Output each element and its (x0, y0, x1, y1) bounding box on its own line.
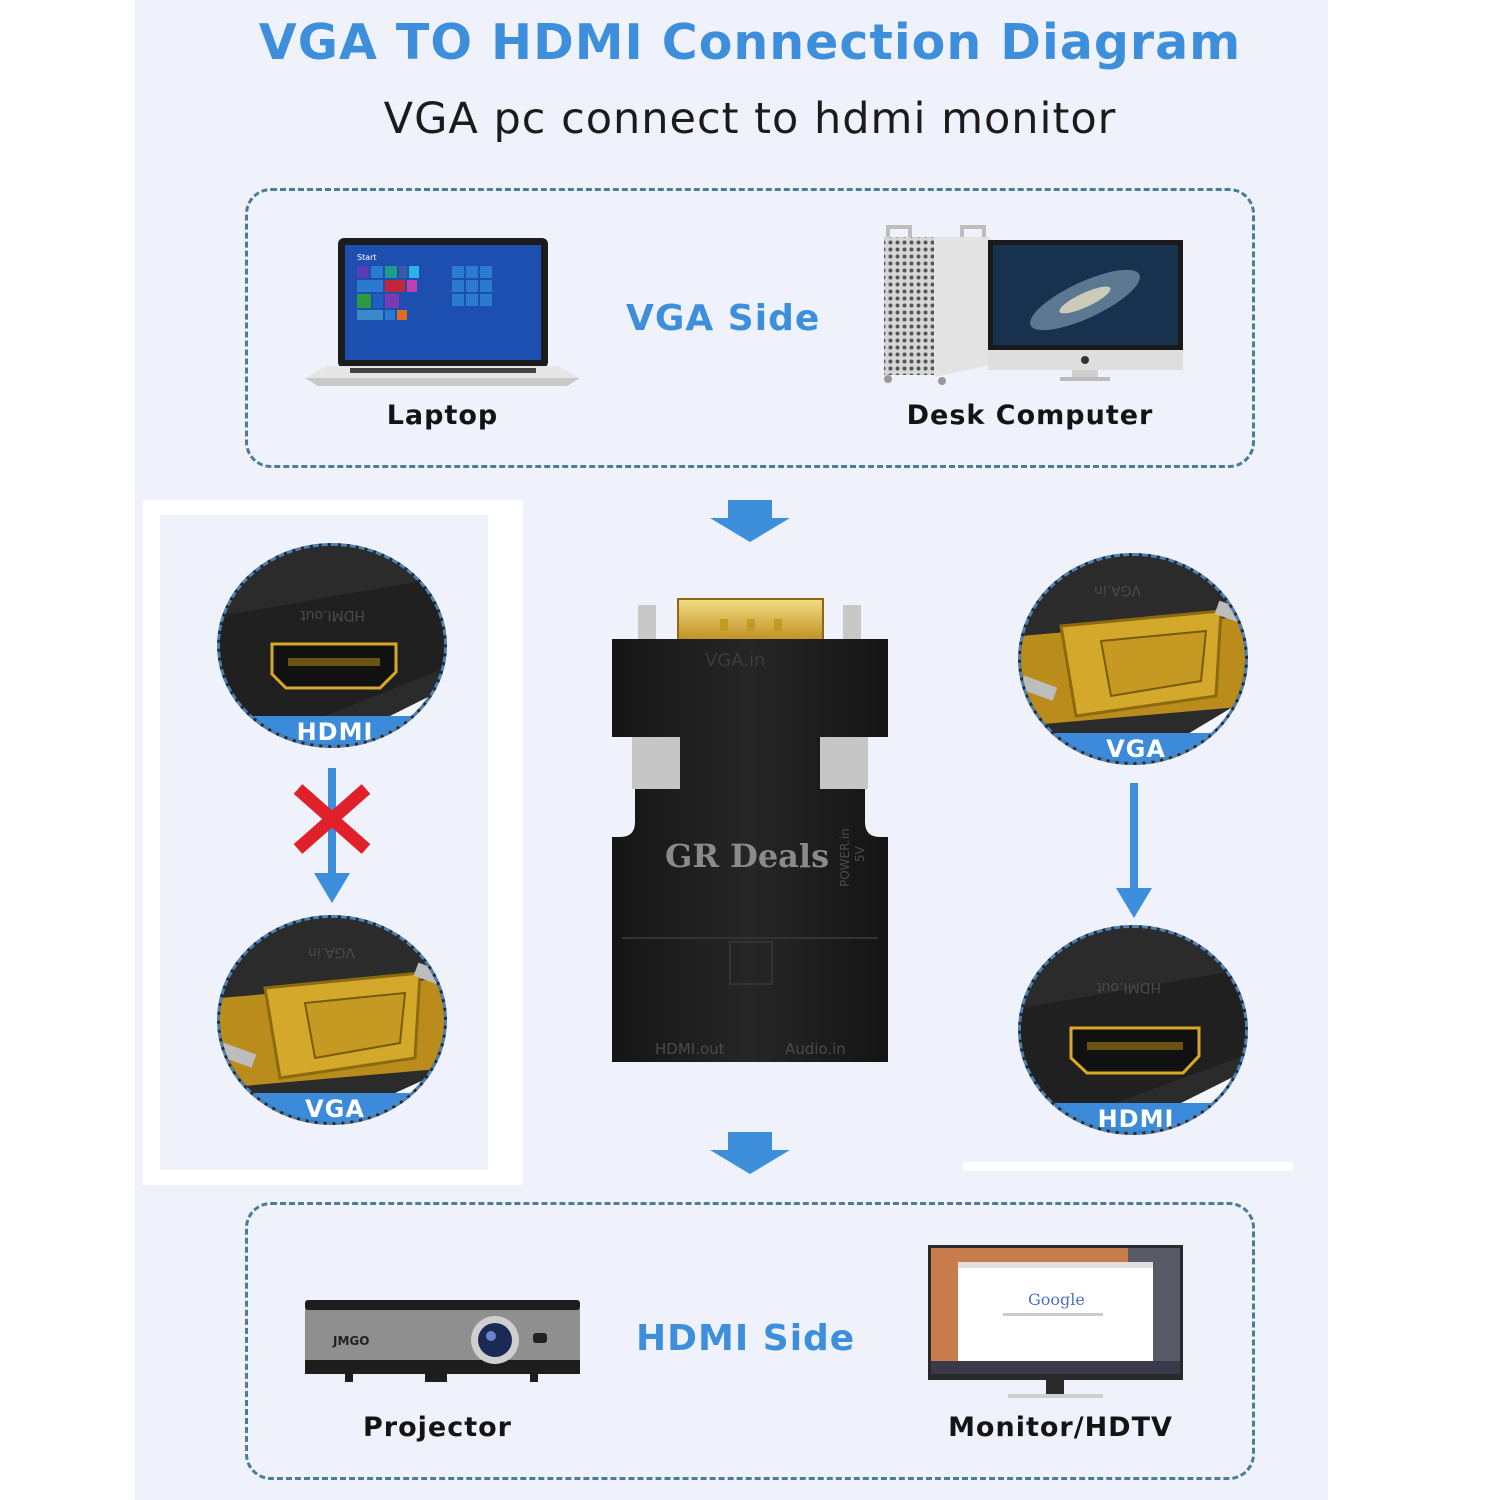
vga-port-closeup: VGA.in VGA (217, 915, 447, 1125)
vga-in-label: VGA.in (705, 650, 766, 671)
hdmi-engraving: HDMI.out (300, 607, 365, 623)
desk-computer-label: Desk Computer (906, 400, 1154, 431)
hdmi-port-closeup: HDMI.out HDMI (217, 543, 447, 748)
monitor-screen-text: Google (1028, 1290, 1085, 1309)
down-arrow-icon (710, 500, 790, 542)
audio-in-label: Audio.in (785, 1040, 846, 1058)
hdmi-engraving-right: HDMI.out (1096, 979, 1161, 995)
projector-brand: JMGO (332, 1334, 369, 1348)
vga-engraving-right: VGA.in (1094, 582, 1141, 598)
hdmi-badge-right: HDMI (1021, 1103, 1245, 1132)
page-title: VGA TO HDMI Connection Diagram (258, 14, 1242, 71)
down-arrow-right-icon (1112, 783, 1156, 918)
hdmi-side-box (245, 1202, 1255, 1480)
red-x-icon (292, 783, 372, 855)
laptop-screen-text: Start (357, 253, 377, 262)
power-in-label: POWER.in (838, 828, 852, 887)
vga-badge-right: VGA (1021, 733, 1245, 762)
hdmi-side-label: HDMI Side (636, 1318, 856, 1359)
vga-port-closeup-right: VGA.in VGA (1018, 553, 1248, 765)
monitor-icon: Google (928, 1245, 1183, 1400)
hdmi-port-closeup-right: HDMI.out HDMI (1018, 925, 1248, 1135)
page-subtitle: VGA pc connect to hdmi monitor (383, 94, 1117, 144)
projector-label: Projector (363, 1412, 512, 1443)
right-divider (963, 1162, 1293, 1171)
vga-engraving: VGA.in (308, 944, 355, 960)
power-5v-label: 5V (853, 846, 867, 862)
vga-to-hdmi-adapter: VGA.in GR Deals POWER.in 5V HDMI.out Aud… (610, 597, 890, 1067)
desktop-computer-icon (880, 225, 1185, 385)
frame-gap (488, 1150, 523, 1185)
hdmi-badge: HDMI (220, 716, 444, 745)
hdmi-out-label: HDMI.out (655, 1040, 725, 1058)
vga-side-box (245, 188, 1255, 468)
monitor-hdtv-label: Monitor/HDTV (948, 1412, 1173, 1443)
vga-badge: VGA (220, 1093, 444, 1122)
down-arrow-icon-2 (710, 1132, 790, 1174)
watermark: GR Deals (665, 837, 830, 875)
vga-side-label: VGA Side (626, 298, 821, 339)
laptop-label: Laptop (386, 400, 499, 431)
laptop-icon: Start (305, 238, 580, 386)
projector-icon: JMGO (305, 1300, 580, 1385)
